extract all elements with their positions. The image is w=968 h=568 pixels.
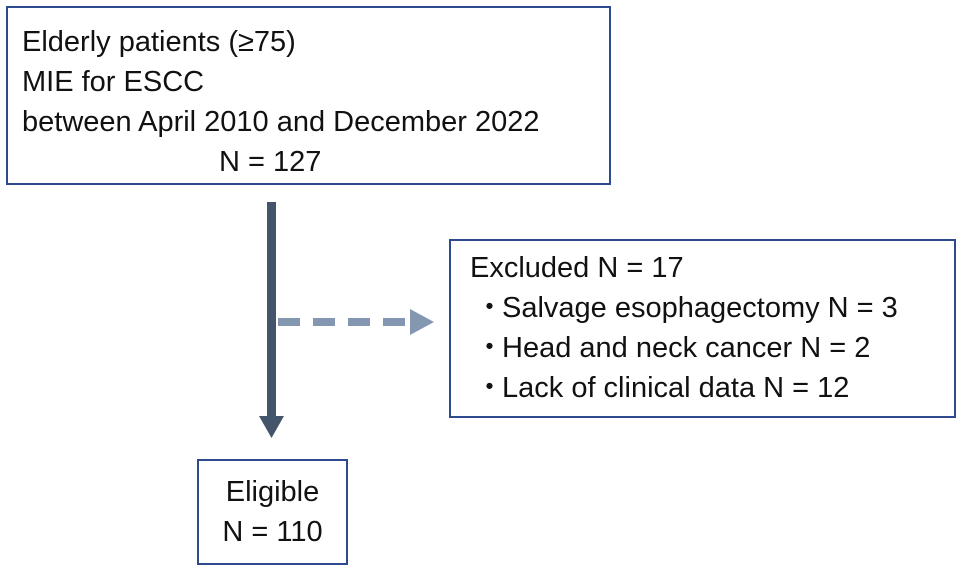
- enrollment-count: N = 127: [219, 146, 322, 178]
- excluded-item: ・Head and neck cancer N = 2: [470, 328, 954, 368]
- excluded-item: ・Salvage esophagectomy N = 3: [470, 288, 954, 328]
- eligible-box: Eligible N = 110: [197, 459, 348, 565]
- excluded-box: Excluded N = 17 ・Salvage esophagectomy N…: [449, 239, 956, 418]
- excluded-header: Excluded N = 17: [470, 252, 684, 284]
- enrollment-procedure-line: MIE for ESCC: [22, 66, 205, 98]
- enrollment-criteria-line: Elderly patients (≥75): [22, 26, 296, 58]
- enrollment-period-line: between April 2010 and December 2022: [22, 106, 540, 138]
- excluded-item-salvage: Salvage esophagectomy N = 3: [502, 292, 898, 324]
- bullet-icon: ・: [475, 292, 505, 324]
- excluded-item: ・Lack of clinical data N = 12: [470, 368, 954, 408]
- enrollment-box: Elderly patients (≥75) MIE for ESCC betw…: [6, 6, 611, 185]
- excluded-item-head-neck: Head and neck cancer N = 2: [502, 332, 871, 364]
- eligible-label: Eligible: [225, 476, 320, 508]
- eligible-count: N = 110: [222, 516, 323, 548]
- main-arrow-shaft: [267, 202, 276, 418]
- bullet-icon: ・: [475, 372, 505, 404]
- bullet-icon: ・: [475, 332, 505, 364]
- main-arrow-head: [259, 416, 284, 438]
- exclusion-arrow-head: [410, 309, 434, 335]
- excluded-item-lack-data: Lack of clinical data N = 12: [502, 372, 850, 404]
